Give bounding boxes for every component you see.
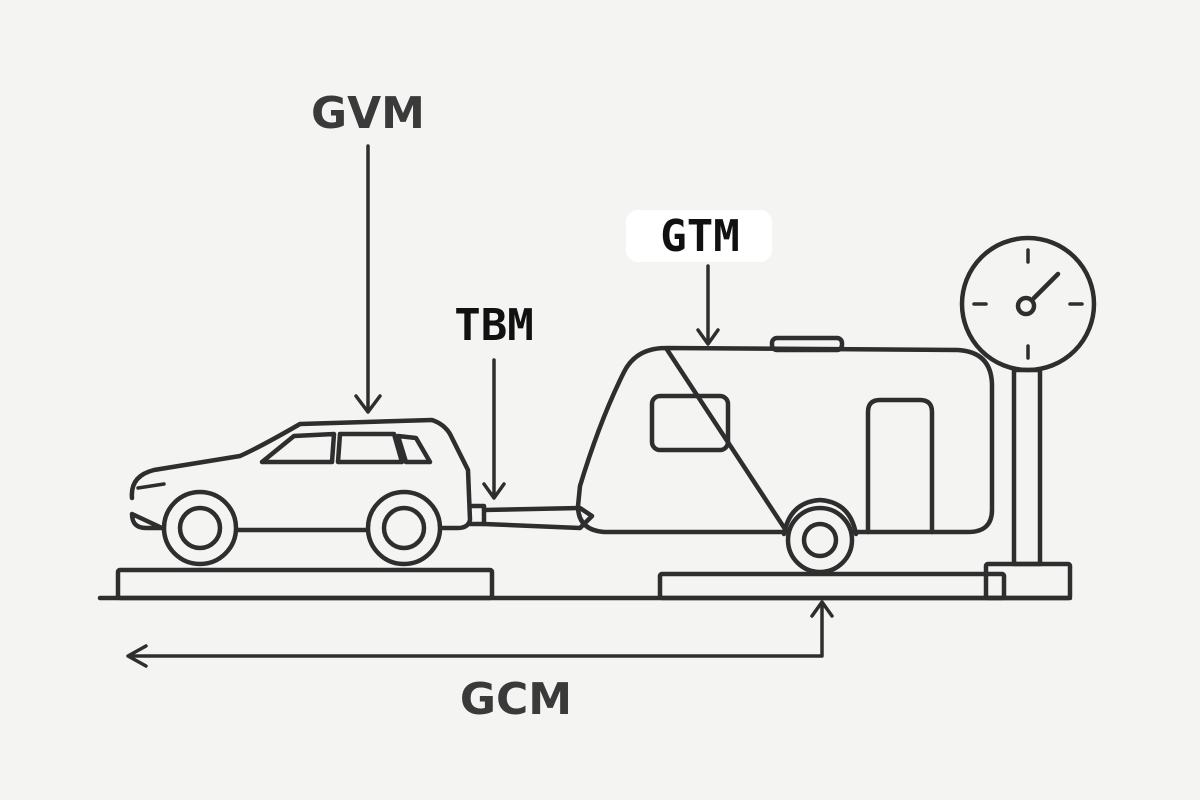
gcm-annotation: GCM xyxy=(126,600,834,725)
trailer-weigh-pad xyxy=(657,571,1007,601)
car-headlight xyxy=(136,482,166,490)
scale-post xyxy=(1011,367,1043,567)
vehicle-weigh-pad xyxy=(115,567,495,601)
gtm-annotation: GTM xyxy=(626,210,772,346)
gtm-arrow xyxy=(696,264,720,346)
tbm-label: TBM xyxy=(454,300,533,351)
caravan-wheel xyxy=(785,505,855,575)
scale-dial xyxy=(959,235,1097,373)
gcm-arrow xyxy=(126,600,834,668)
tbm-arrow xyxy=(482,358,506,500)
caravan-door xyxy=(865,397,935,535)
scale-needle-hub xyxy=(1015,295,1037,317)
scale-base xyxy=(983,561,1073,601)
caravan-icon xyxy=(575,335,995,575)
gtm-label-background xyxy=(626,210,772,262)
car-front-wheel xyxy=(161,489,239,567)
gtm-label: GTM xyxy=(660,211,739,262)
car-icon xyxy=(129,417,473,567)
car-windows xyxy=(259,431,433,465)
scale-needle xyxy=(1031,271,1061,301)
ground xyxy=(97,567,1073,601)
caravan-window xyxy=(649,393,731,453)
gvm-label: GVM xyxy=(311,88,425,139)
gcm-label: GCM xyxy=(460,674,572,725)
gvm-annotation: GVM xyxy=(311,88,425,414)
car-rear-wheel xyxy=(365,489,443,567)
scale-dial-ticks xyxy=(972,248,1084,360)
caravan-body xyxy=(575,345,995,535)
tbm-annotation: TBM xyxy=(454,300,534,500)
weighbridge-scale-icon xyxy=(959,235,1097,601)
drawbar xyxy=(467,503,595,531)
caravan-wheel-arch xyxy=(781,497,859,537)
gvm-arrow xyxy=(354,144,382,414)
caravan-roof-vent xyxy=(769,335,845,353)
